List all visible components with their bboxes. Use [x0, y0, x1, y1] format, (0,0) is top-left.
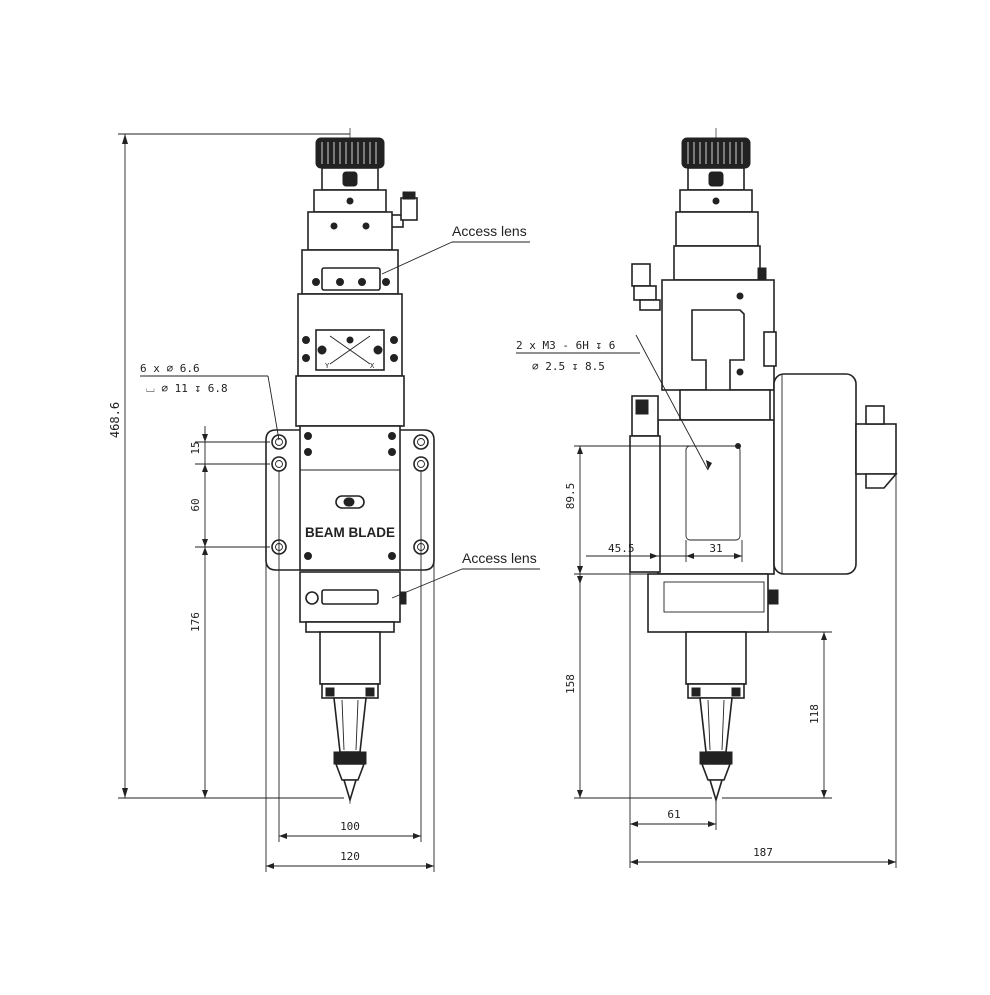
dim-label-176: 176	[189, 612, 202, 632]
side-top-knob	[681, 137, 751, 169]
dim-label-468-6: 468.6	[108, 402, 122, 438]
side-push-fitting	[631, 263, 651, 287]
dim-label-158: 158	[564, 674, 577, 694]
front-nozzle-tip	[342, 779, 358, 803]
svg-text:X: X	[370, 362, 375, 370]
dim-label-60: 60	[189, 498, 202, 511]
front-view: Y X BEAM BLADE	[265, 128, 435, 805]
dim-label-61: 61	[667, 808, 680, 821]
side-nozzle-tip	[708, 779, 724, 803]
side-lower-block	[647, 573, 769, 633]
thread-spec-line1: 2 x M3 - 6H ↧ 6	[516, 339, 615, 352]
dim-label-15: 15	[189, 441, 202, 454]
dim-label-120: 120	[340, 850, 360, 863]
hole-spec-line2: ⌴ ∅ 11 ↧ 6.8	[146, 382, 228, 395]
front-dimensions: 468.6 15 60 176 6 x ∅ 6.6 ⌴ ∅ 11 ↧ 6.8 1…	[108, 133, 540, 872]
side-motor-housing	[773, 373, 857, 575]
access-lens-window-top	[321, 267, 381, 291]
side-view	[629, 128, 898, 805]
front-nozzle-body	[319, 631, 381, 685]
dim-label-118: 118	[808, 704, 821, 724]
dim-label-31: 31	[709, 542, 722, 555]
dim-label-89-5: 89.5	[564, 483, 577, 510]
front-top-knob	[313, 137, 387, 213]
access-lens-window-bottom	[321, 589, 379, 605]
side-connector-block	[855, 423, 897, 475]
hole-spec-line1: 6 x ∅ 6.6	[140, 362, 200, 375]
dim-label-45-5: 45.5	[608, 542, 635, 555]
side-left-bracket	[629, 435, 661, 573]
brand-label: BEAM BLADE	[305, 525, 395, 540]
thread-spec-line2: ∅ 2.5 ↧ 8.5	[532, 360, 605, 373]
access-lens-label-bottom: Access lens	[462, 550, 537, 566]
dim-label-100: 100	[340, 820, 360, 833]
side-dimensions: 2 x M3 - 6H ↧ 6 ∅ 2.5 ↧ 8.5 89.5 45.5 31…	[516, 334, 897, 868]
svg-text:Y: Y	[325, 362, 330, 370]
access-lens-label-top: Access lens	[452, 223, 527, 239]
front-upper-block	[307, 211, 393, 251]
dim-label-187: 187	[753, 846, 773, 859]
front-nozzle-cone	[333, 697, 367, 753]
side-nozzle-body	[685, 631, 747, 685]
